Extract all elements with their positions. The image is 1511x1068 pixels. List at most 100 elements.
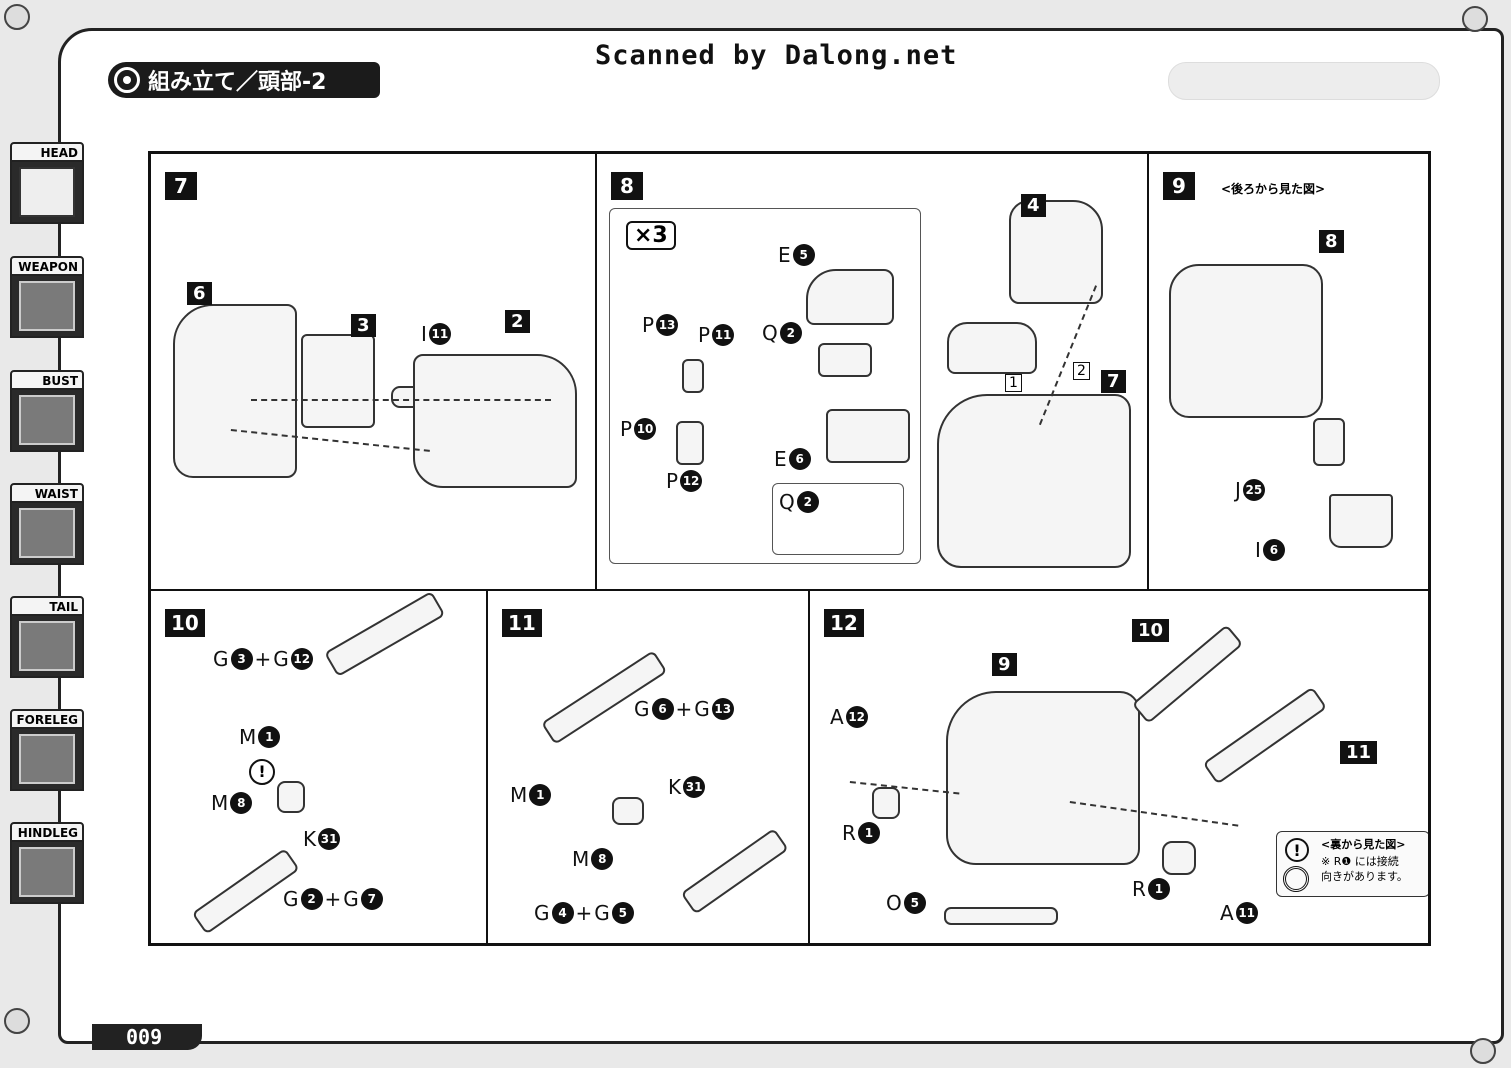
joint-k31-drawing — [612, 797, 644, 825]
sub-assembly-tag-4: 4 — [1021, 194, 1046, 217]
part-number: 5 — [611, 902, 634, 924]
sidebar-item-label: BUST — [10, 370, 84, 390]
part-number: 8 — [591, 848, 614, 870]
part-letter: G — [534, 901, 550, 925]
part-letter: I — [1255, 538, 1261, 562]
ring-r1b-drawing — [1162, 841, 1196, 875]
sidebar-item-bust[interactable]: BUST — [10, 370, 84, 452]
sidebar-item-label: FORELEG — [10, 709, 84, 729]
part-number: 13 — [656, 314, 679, 336]
part-number: 6 — [788, 448, 811, 470]
part-number: 12 — [290, 648, 313, 670]
sub-assembly-tag-8: 8 — [1319, 230, 1344, 253]
part-letter: G — [273, 647, 289, 671]
sidebar-item-head[interactable]: HEAD — [10, 142, 84, 224]
corner-ring-icon — [1462, 6, 1488, 32]
page-number: 009 — [92, 1024, 202, 1050]
scan-credit: Scanned by Dalong.net — [595, 40, 958, 71]
part-letter: Q — [779, 490, 795, 514]
ring-diagram-icon — [1283, 866, 1309, 892]
plus-sign: + — [675, 697, 693, 721]
part-letter: R — [842, 821, 856, 845]
part-letter: P — [698, 323, 711, 347]
seat-drawing — [818, 343, 872, 377]
waist-thumbnail-icon — [19, 508, 75, 558]
canopy-assembly-drawing — [1009, 200, 1103, 304]
note-body: ※ R❶ には接続 向きがあります。 — [1321, 854, 1408, 884]
sidebar-item-foreleg[interactable]: FORELEG — [10, 709, 84, 791]
connection-note-box: ! <裏から見た図> ※ R❶ には接続 向きがあります。 — [1276, 831, 1428, 897]
part-number: 6 — [1262, 539, 1285, 561]
barrel-upper-drawing — [324, 591, 446, 678]
part-letter: G — [283, 887, 299, 911]
part-letter: M — [239, 725, 257, 749]
sub-assembly-tag-3: 3 — [351, 314, 376, 337]
step-number: 7 — [165, 172, 197, 200]
part-number: 10 — [634, 418, 657, 440]
part-number: 3 — [230, 648, 253, 670]
corner-ring-icon — [4, 4, 30, 30]
bracket-part-drawing — [301, 334, 375, 428]
part-number: 11 — [1235, 902, 1258, 924]
tail-thumbnail-icon — [19, 621, 75, 671]
head-thumbnail-icon — [19, 167, 75, 217]
body-part-drawing — [413, 354, 577, 488]
sidebar-item-label: WEAPON — [10, 256, 84, 276]
part-number: 8 — [230, 792, 253, 814]
ring-r1-drawing — [872, 787, 900, 819]
step-number: 8 — [611, 172, 643, 200]
cockpit-assembly-drawing — [947, 322, 1037, 374]
sidebar-item-label: WAIST — [10, 483, 84, 503]
section-title-tab: 組み立て／頭部-2 — [108, 62, 380, 98]
sidebar-item-waist[interactable]: WAIST — [10, 483, 84, 565]
sidebar-item-weapon[interactable]: WEAPON — [10, 256, 84, 338]
plus-sign: + — [575, 901, 593, 925]
part-number: 4 — [551, 902, 574, 924]
part-number: 31 — [683, 776, 706, 798]
bracket-j25-drawing — [1313, 418, 1345, 466]
weapon-thumbnail-icon — [19, 281, 75, 331]
step-number: 11 — [502, 609, 542, 637]
section-title: 組み立て／頭部-2 — [148, 70, 327, 95]
part-number: 5 — [792, 244, 815, 266]
part-letter: G — [213, 647, 229, 671]
bracket-i6-drawing — [1329, 494, 1393, 548]
corner-ring-icon — [1470, 1038, 1496, 1064]
part-number: 5 — [903, 892, 926, 914]
part-letter: E — [774, 447, 787, 471]
head-part-drawing — [173, 304, 297, 478]
assembly-guide-line — [849, 781, 960, 795]
part-number: 1 — [857, 822, 880, 844]
part-letter: M — [211, 791, 229, 815]
step-number: 10 — [165, 609, 205, 637]
sidebar-item-hindleg[interactable]: HINDLEG — [10, 822, 84, 904]
part-number: 13 — [711, 698, 734, 720]
part-number: 1 — [258, 726, 281, 748]
part-letter: P — [642, 313, 655, 337]
sidebar-item-tail[interactable]: TAIL — [10, 596, 84, 678]
sub-assembly-tag-6: 6 — [187, 282, 212, 305]
head-assembly-drawing — [937, 394, 1131, 568]
part-letter: G — [594, 901, 610, 925]
note-line: 向きがあります。 — [1321, 870, 1408, 883]
part-letter: K — [668, 775, 682, 799]
